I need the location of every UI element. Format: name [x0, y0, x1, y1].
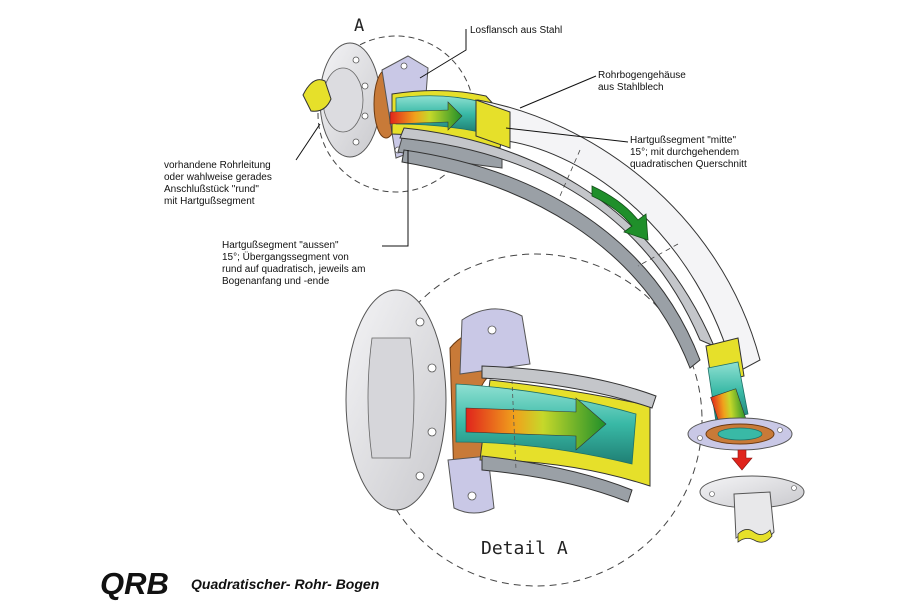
leader-lines [295, 29, 629, 247]
callout-hartgusssegment-mitte: Hartgußsegment "mitte" 15°; mit durchgeh… [630, 135, 747, 170]
lower-flange-assembly [687, 337, 805, 543]
callout-rohrleitung: vorhandene Rohrleitung oder wahlweise ge… [164, 160, 272, 207]
callout-rohrbogengehaeuse: Rohrbogengehäuse aus Stahlblech [598, 70, 686, 93]
brand-title: QRB [100, 566, 169, 601]
detail-a-view [345, 289, 657, 514]
upper-flange-assembly [302, 42, 507, 169]
brand-subtitle: Quadratischer- Rohr- Bogen [191, 576, 380, 592]
view-a-label: A [354, 16, 365, 36]
callout-losflansch: Losflansch aus Stahl [470, 25, 563, 36]
callout-hartgusssegment-aussen: Hartgußsegment "aussen" 15°; Übergangsse… [222, 240, 366, 287]
detail-a-label: Detail A [481, 538, 568, 559]
